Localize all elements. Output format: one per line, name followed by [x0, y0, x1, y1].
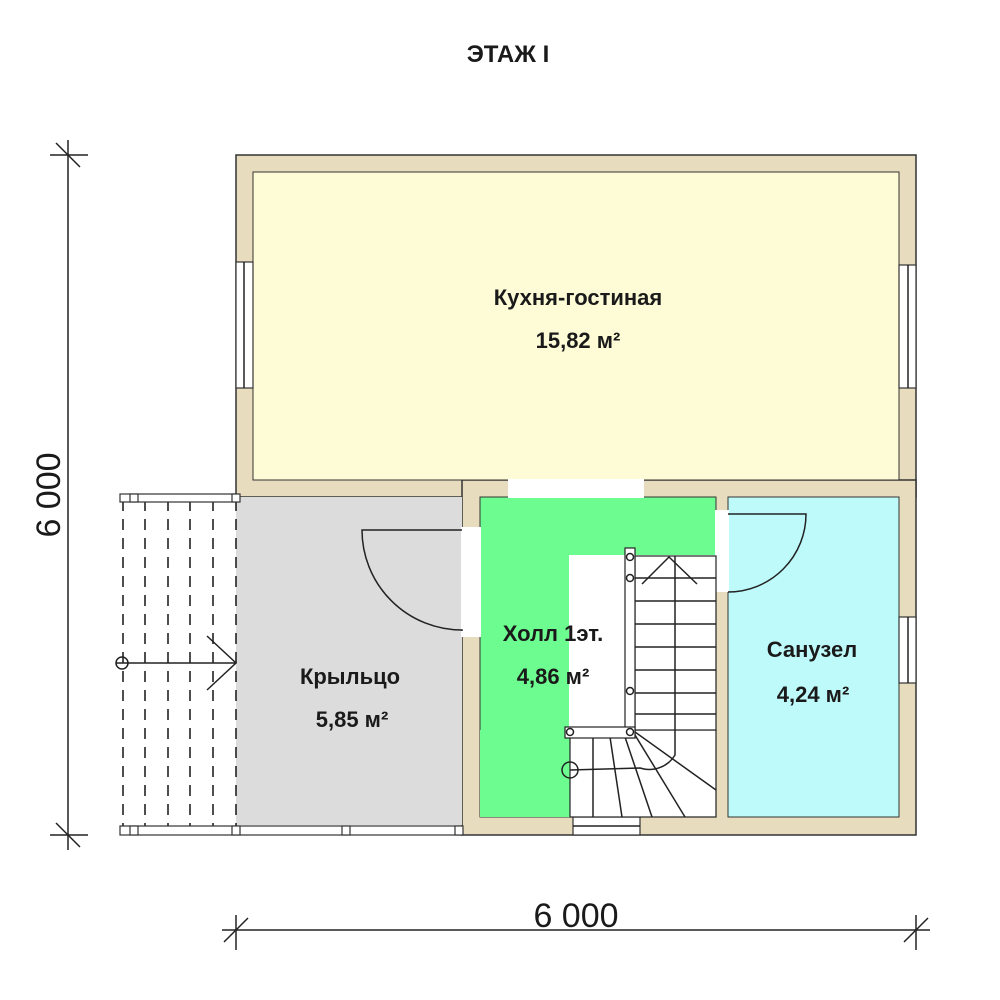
room-area-kitchen: 15,82 м²: [536, 328, 621, 353]
dimension-height: 6 000: [30, 140, 88, 850]
dimension-width-label: 6 000: [533, 897, 618, 935]
kitchen-hall-opening: [508, 479, 644, 498]
bathroom-door-opening: [715, 510, 729, 592]
room-label-bathroom: Санузел: [767, 637, 857, 662]
room-label-hall: Холл 1эт.: [503, 621, 603, 646]
plan-title: ЭТАЖ I: [467, 41, 550, 68]
entrance-arrow-icon: [115, 635, 238, 691]
room-area-bathroom: 4,24 м²: [777, 682, 850, 707]
bathroom-door-swing: [727, 513, 807, 593]
porch-railing-top: [119, 493, 241, 503]
room-label-kitchen: Кухня-гостиная: [494, 285, 663, 310]
porch-door-opening: [461, 527, 481, 637]
porch-railing-bottom: [119, 825, 464, 836]
room-kitchen-living: [252, 171, 900, 481]
stair-direction-arrow-icon: [641, 555, 698, 585]
room-bathroom: [727, 496, 900, 818]
room-area-porch: 5,85 м²: [316, 707, 389, 732]
dimension-width: 6 000: [222, 897, 930, 950]
dimension-height-label: 6 000: [30, 452, 68, 537]
porch-door-swing: [361, 529, 463, 631]
staircase: [480, 547, 717, 818]
room-porch: [236, 497, 462, 825]
room-label-porch: Крыльцо: [300, 664, 400, 689]
porch-steps: [122, 500, 237, 830]
room-area-hall: 4,86 м²: [517, 664, 590, 689]
